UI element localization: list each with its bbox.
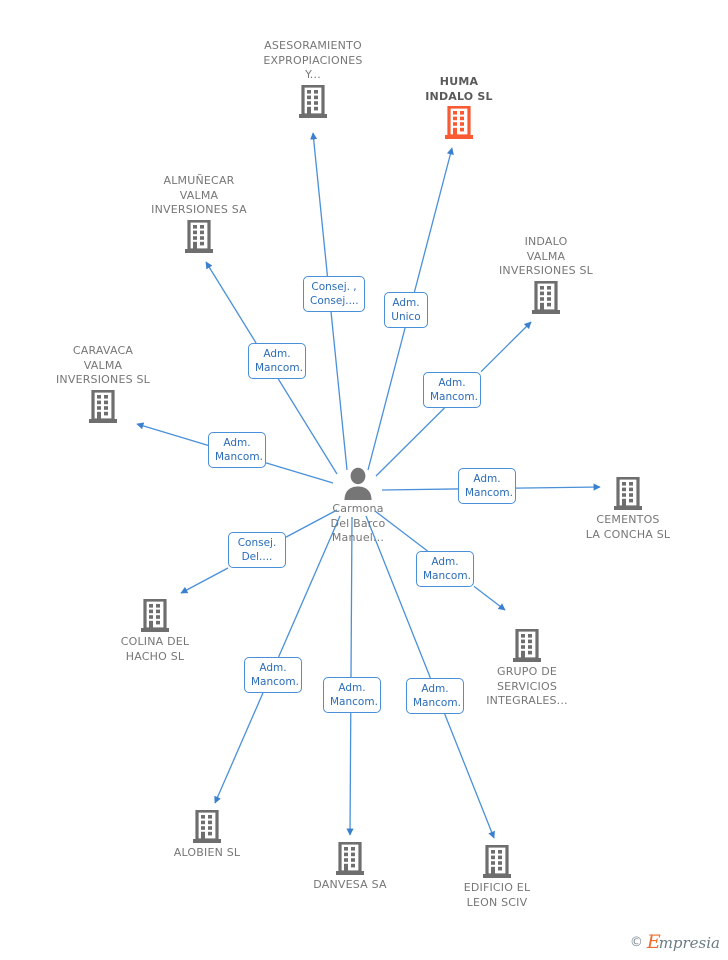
building-icon	[85, 598, 225, 633]
brand-name: mpresia	[658, 934, 720, 952]
node-huma-indalo[interactable]: HUMA INDALO SL	[389, 75, 529, 140]
node-grupo-servicios-integrales[interactable]: GRUPO DE SERVICIOS INTEGRALES...	[457, 628, 597, 709]
node-label: ASESORAMIENTO EXPROPIACIONES Y...	[263, 39, 363, 81]
node-edificio-el-leon[interactable]: EDIFICIO EL LEON SCIV	[427, 844, 567, 910]
node-label: DANVESA SA	[313, 878, 387, 891]
node-label: HUMA INDALO SL	[425, 75, 493, 103]
node-danvesa[interactable]: DANVESA SA	[280, 841, 420, 893]
building-icon	[137, 809, 277, 844]
brand-initial: E	[646, 931, 661, 953]
node-cementos-la-concha[interactable]: CEMENTOS LA CONCHA SL	[558, 476, 698, 542]
person-icon	[288, 466, 428, 500]
building-icon	[280, 841, 420, 876]
node-label: COLINA DEL HACHO SL	[120, 635, 190, 663]
node-indalo-valma[interactable]: INDALO VALMA INVERSIONES SL	[476, 235, 616, 315]
edge-label-alobien[interactable]: Adm. Mancom.	[244, 657, 302, 693]
building-icon	[558, 476, 698, 511]
edge-label-edificio-el-leon[interactable]: Adm. Mancom.	[406, 678, 464, 714]
edge-label-caravaca-valma[interactable]: Adm. Mancom.	[208, 432, 266, 468]
building-icon	[457, 628, 597, 663]
edge-label-huma-indalo[interactable]: Adm. Unico	[384, 292, 428, 328]
building-icon	[476, 279, 616, 315]
node-label: ALMUÑECAR VALMA INVERSIONES SA	[151, 174, 247, 216]
copyright-symbol: ©	[629, 935, 643, 950]
node-alobien[interactable]: ALOBIEN SL	[137, 809, 277, 861]
edge-label-cementos-la-concha[interactable]: Adm. Mancom.	[458, 468, 516, 504]
node-label: GRUPO DE SERVICIOS INTEGRALES...	[486, 665, 568, 707]
node-almunecar-valma[interactable]: ALMUÑECAR VALMA INVERSIONES SA	[129, 174, 269, 254]
node-label: CEMENTOS LA CONCHA SL	[585, 513, 671, 541]
node-center-person[interactable]: Carmona Del Barco Manuel...	[288, 466, 428, 546]
node-label: CARAVACA VALMA INVERSIONES SL	[55, 344, 151, 386]
edge-label-asesoramiento[interactable]: Consej. , Consej....	[303, 276, 365, 312]
watermark: © Empresia	[630, 933, 720, 952]
node-asesoramiento[interactable]: ASESORAMIENTO EXPROPIACIONES Y...	[243, 39, 383, 119]
edge-label-colina-del-hacho[interactable]: Consej. Del....	[228, 532, 286, 568]
edge-label-almunecar-valma[interactable]: Adm. Mancom.	[248, 343, 306, 379]
edge-label-indalo-valma[interactable]: Adm. Mancom.	[423, 372, 481, 408]
building-icon	[33, 388, 173, 424]
edge-label-danvesa[interactable]: Adm. Mancom.	[323, 677, 381, 713]
building-icon	[243, 83, 383, 119]
building-icon	[427, 844, 567, 879]
building-icon	[389, 105, 529, 140]
node-colina-del-hacho[interactable]: COLINA DEL HACHO SL	[85, 598, 225, 664]
center-node-label: Carmona Del Barco Manuel...	[330, 502, 386, 544]
edge-label-grupo-servicios-integrales[interactable]: Adm. Mancom.	[416, 551, 474, 587]
node-label: EDIFICIO EL LEON SCIV	[463, 881, 531, 909]
building-icon	[129, 218, 269, 254]
node-caravaca-valma[interactable]: CARAVACA VALMA INVERSIONES SL	[33, 344, 173, 424]
node-label: INDALO VALMA INVERSIONES SL	[498, 235, 594, 277]
node-label: ALOBIEN SL	[173, 846, 241, 859]
